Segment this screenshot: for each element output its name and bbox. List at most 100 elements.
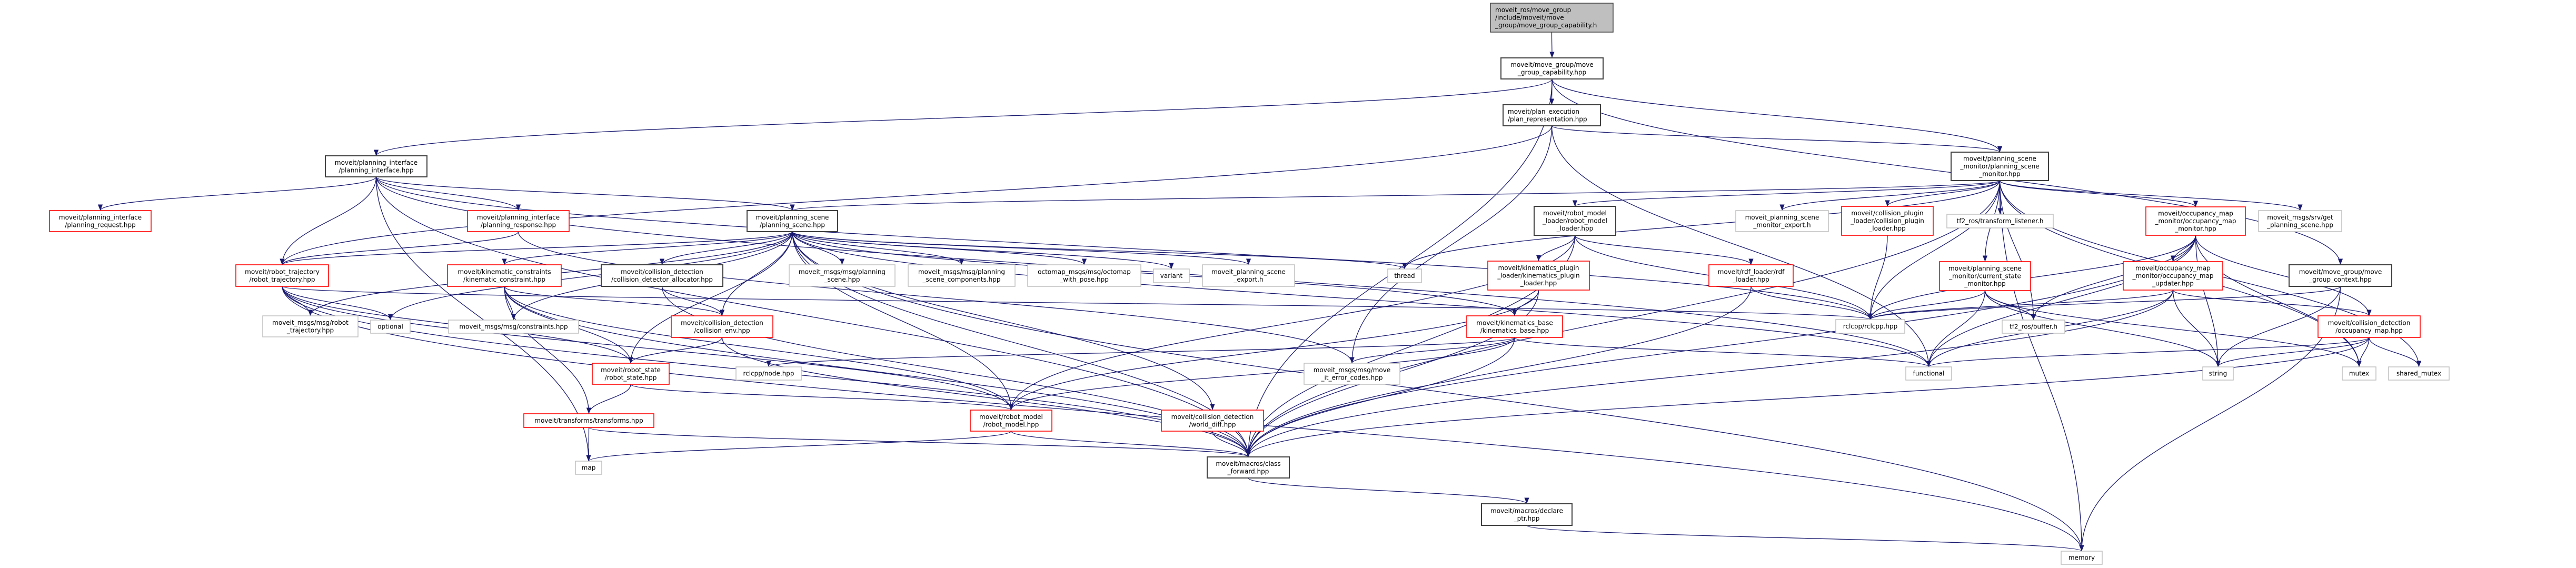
file-node[interactable]: moveit/planning_scene_monitor/current_st… [1939,261,2031,291]
node-label: mutex [2349,370,2369,377]
node-label: /robot_state.hpp [605,374,657,381]
file-node[interactable]: moveit/planning_interface/planning_respo… [467,210,570,232]
include-edge [518,231,1355,364]
file-node: memory [2061,551,2103,565]
node-label: moveit/planning_interface [59,214,142,221]
file-node[interactable]: moveit/robot_model_loader/robot_model_lo… [1534,206,1616,236]
include-edge [2031,235,2196,321]
include-edge [792,231,2084,552]
file-node[interactable]: moveit/macros/declare_ptr.hpp [1481,503,1573,526]
include-edge [2215,286,2341,367]
file-node[interactable]: moveit/rdf_loader/rdf_loader.hpp [1708,264,1794,287]
node-label: functional [1913,370,1945,377]
file-node: moveit_msgs/msg/planning_scene.hpp [789,264,896,287]
node-label: moveit/robot_trajectory [245,268,320,275]
node-label: _loader/kinematics_plugin [1497,272,1579,280]
include-edge [502,231,793,265]
file-node[interactable]: moveit/planning_interface/planning_inter… [325,155,427,177]
include-edge [280,231,793,265]
include-edge [792,231,1215,411]
node-label: _monitor.hpp [1964,280,2006,287]
file-node[interactable]: moveit/robot_trajectory/robot_trajectory… [235,264,329,287]
node-label: shared_mutex [2396,370,2441,377]
file-node: tf2_ros/buffer.h [2002,320,2065,334]
node-label: moveit/kinematics_plugin [1498,264,1579,272]
include-edge [2172,290,2372,316]
node-label: /planning_request.hpp [65,221,135,228]
include-edge [1246,290,2174,457]
include-edge [280,176,377,265]
file-node[interactable]: moveit/robot_state/robot_state.hpp [592,363,670,385]
file-node[interactable]: moveit/collision_detection/occupancy_map… [2318,315,2421,338]
include-edge [282,286,1872,320]
node-box [49,210,152,232]
node-box [1946,214,2054,228]
include-edge [375,176,591,462]
file-node[interactable]: moveit/collision_plugin_loader/collision… [1841,206,1934,236]
file-node[interactable]: moveit/kinematic_constraints/kinematic_c… [447,264,562,287]
include-edge [282,286,393,321]
nodes-layer: moveit_ros/move_group/include/moveit/mov… [49,3,2450,565]
file-node[interactable]: moveit/transforms/transforms.hpp [523,413,654,428]
file-node[interactable]: moveit/collision_detection/world_diff.hp… [1161,410,1264,432]
include-edge [659,231,793,265]
include-edge [375,176,795,211]
node-box [1500,57,1604,79]
include-edge [1999,180,2303,211]
node-label: moveit/rdf_loader/rdf [1718,268,1785,275]
node-box [2258,210,2342,232]
include-edge [1573,180,2001,207]
node-box [1487,261,1590,291]
node-label: moveit/occupancy_map [2158,210,2233,217]
include-edge [1984,290,2221,367]
include-edge [792,231,1174,270]
file-node: moveit_msgs/msg/constraints.hpp [448,320,579,334]
node-label: moveit/collision_plugin [1851,210,1923,217]
node-box [2123,261,2223,291]
node-label: /robot_trajectory.hpp [249,276,315,283]
node-box [671,315,773,338]
node-label: /kinematic_constraint.hpp [463,276,545,283]
include-edge [1999,180,2084,552]
node-label: moveit/planning_scene [1963,155,2036,163]
node-label: moveit_planning_scene [1745,214,1819,221]
node-label: _updater.hpp [2152,280,2194,287]
file-node: thread [1387,268,1422,283]
node-label: /robot_model.hpp [983,421,1039,428]
node-label: _monitor.hpp [1978,171,2021,178]
file-node[interactable]: moveit/plan_execution/plan_representatio… [1503,104,1601,126]
node-box [970,410,1052,432]
file-node[interactable]: moveit/planning_scene/planning_scene.hpp [747,210,838,232]
file-node[interactable]: moveit/move_group/move_group_capability.… [1500,57,1604,79]
file-node[interactable]: moveit/collision_detection/collision_env… [671,315,773,338]
include-edge [792,231,964,265]
node-label: moveit/kinematics_base [1476,319,1553,326]
node-box [370,320,411,334]
node-label: _it_error_codes.hpp [1321,374,1383,381]
node-label: moveit_planning_scene [1211,268,1286,275]
node-label: /planning_interface.hpp [339,166,413,174]
file-node[interactable]: moveit/occupancy_map_monitor/occupancy_m… [2123,261,2223,291]
file-node[interactable]: moveit/planning_scene_monitor/planning_s… [1951,152,2049,181]
node-label: string [2209,370,2227,377]
file-node[interactable]: moveit/occupancy_map_monitor/occupancy_m… [2145,206,2246,236]
file-node[interactable]: moveit/planning_interface/planning_reque… [49,210,152,232]
file-node[interactable]: moveit/collision_detection/collision_det… [601,264,723,287]
file-node[interactable]: moveit/robot_model/robot_model.hpp [970,410,1052,432]
node-box [2061,551,2103,565]
include-edge [1349,125,1553,364]
include-edge [1926,337,2370,367]
node-label: memory [2068,554,2095,562]
node-label: /planning_scene.hpp [760,221,825,228]
node-label: /planning_response.hpp [481,221,556,228]
node-label: _group_context.hpp [2309,276,2372,283]
node-label: moveit/collision_detection [621,268,703,275]
file-node[interactable]: moveit/kinematics_plugin_loader/kinemati… [1487,261,1590,291]
file-node[interactable]: moveit/kinematics_base/kinematics_base.h… [1466,315,1563,338]
node-label: /kinematics_base.hpp [1480,327,1549,334]
include-edge [1526,525,2084,552]
file-node[interactable]: moveit/move_group/move_group_context.hpp [2289,264,2392,287]
include-edge [375,176,1873,320]
file-node[interactable]: moveit/macros/class_forward.hpp [1207,456,1290,479]
